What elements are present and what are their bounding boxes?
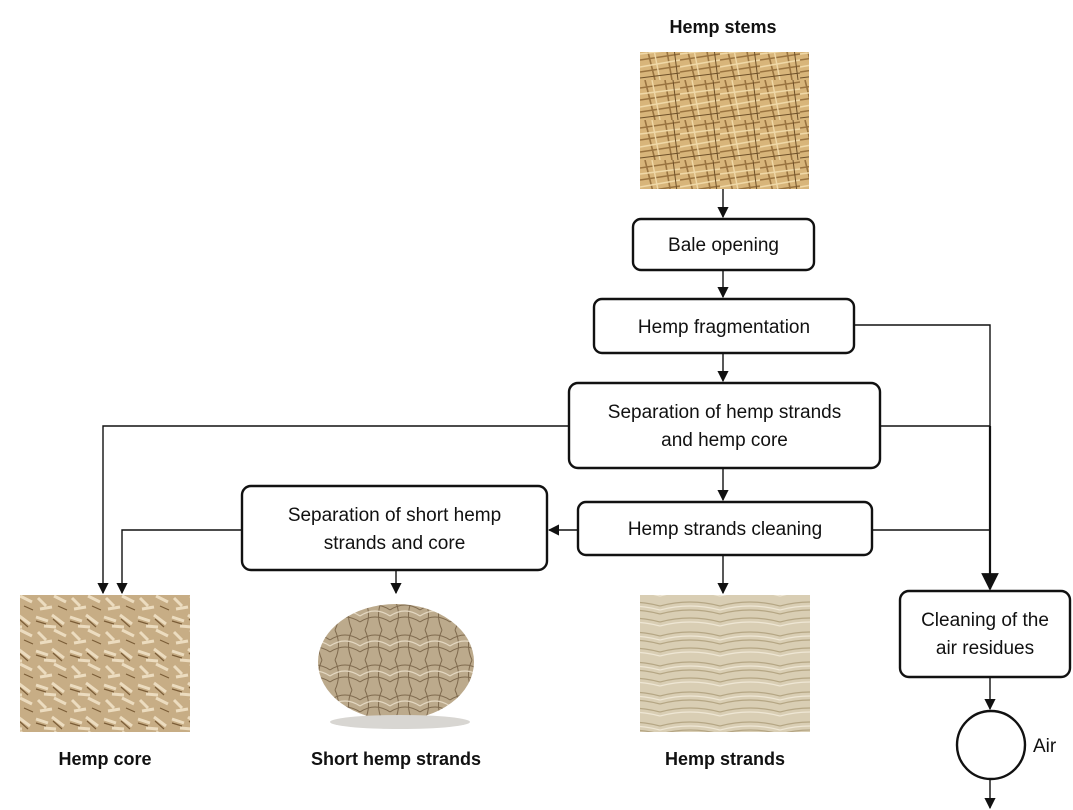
- strands-cleaning-box: [576, 500, 874, 557]
- separation-short-line-2: strands and core: [324, 533, 466, 554]
- separation-strands-core-line-1: Separation of hemp strands: [608, 402, 841, 423]
- air-label: Air: [1033, 736, 1057, 757]
- line-fragmentation-to-air: [854, 324, 991, 426]
- short-strands-photo: [318, 604, 474, 720]
- cleaning-air-line-2: air residues: [936, 638, 1034, 659]
- separation-short-line-1: Separation of short hemp: [288, 505, 501, 526]
- hemp-core-photo: [20, 595, 190, 732]
- strands-cleaning-label: Hemp strands cleaning: [628, 519, 822, 540]
- hemp-strands-photo: [640, 595, 810, 732]
- cleaning-air-line-1: Cleaning of the: [921, 610, 1049, 631]
- hemp-fragmentation-box: [592, 297, 856, 355]
- separation-strands-core-line-2: and hemp core: [661, 430, 788, 451]
- air-circle: [955, 709, 1027, 781]
- caption-hemp-strands: Hemp strands: [665, 749, 785, 769]
- separation-strands-core-box: [567, 381, 882, 470]
- short-strands-shadow: [330, 715, 470, 729]
- caption-short-hemp-strands: Short hemp strands: [311, 749, 481, 769]
- arrow-short-separation-to-core: [116, 529, 242, 595]
- arrow-separation-to-core: [97, 425, 569, 595]
- caption-hemp-stems: Hemp stems: [669, 17, 776, 37]
- separation-short-box: [240, 484, 549, 572]
- caption-hemp-core: Hemp core: [58, 749, 151, 769]
- hemp-fragmentation-label: Hemp fragmentation: [638, 317, 810, 338]
- bale-opening-label: Bale opening: [668, 235, 779, 256]
- cleaning-air-box: [898, 589, 1072, 679]
- hemp-stems-photo: [640, 52, 809, 189]
